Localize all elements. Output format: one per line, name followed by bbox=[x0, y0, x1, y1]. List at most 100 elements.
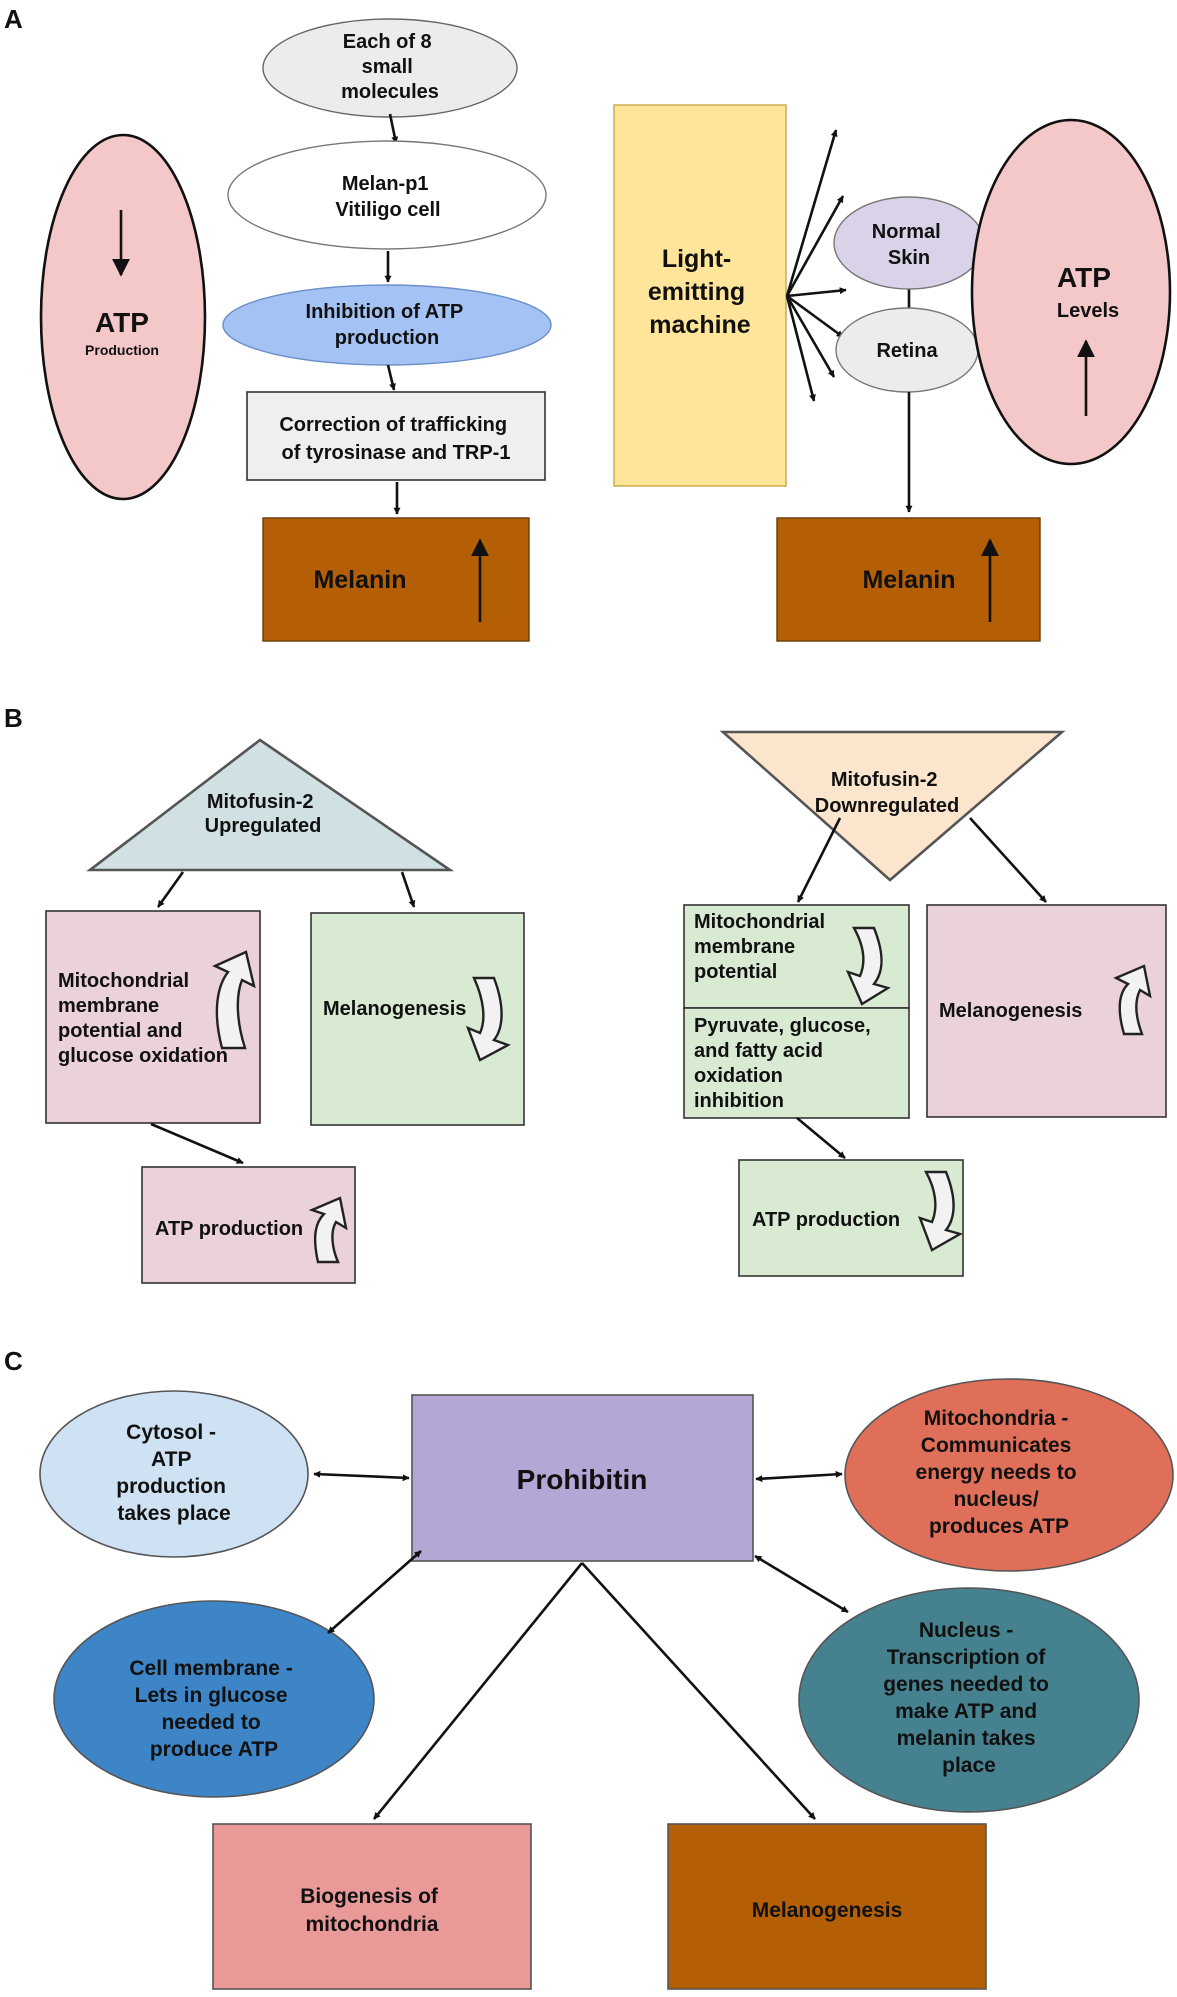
atp-levels-title: ATP bbox=[1057, 262, 1111, 293]
cytosol-line-4: takes place bbox=[117, 1502, 230, 1525]
mitochondria-line-1: Mitochondria - bbox=[924, 1407, 1069, 1430]
nucleus-line-6: place bbox=[942, 1754, 996, 1777]
pyruvate-line-1: Pyruvate, glucose, bbox=[694, 1015, 871, 1037]
pyruvate-line-3: oxidation bbox=[694, 1065, 783, 1087]
prohibitin-label: Prohibitin bbox=[517, 1464, 648, 1495]
mitofusin-up-line-2: Upregulated bbox=[205, 815, 322, 837]
atp-production-right-label: ATP production bbox=[752, 1209, 900, 1231]
light-ray-5 bbox=[785, 295, 836, 378]
melanin-left-label: Melanin bbox=[313, 566, 406, 594]
curved-down-arrow-icon bbox=[465, 976, 511, 1062]
mmp-glucose-line-1: Mitochondrial bbox=[58, 970, 189, 992]
light-machine-line-1: Light- bbox=[662, 245, 731, 273]
cell-membrane-ellipse bbox=[53, 1600, 375, 1798]
mmp-glucose-text: Mitochondrial membrane potential and glu… bbox=[58, 970, 228, 1067]
normal-skin-text: Normal Skin bbox=[872, 221, 946, 269]
mmp-glucose-line-3: potential and bbox=[58, 1020, 182, 1042]
cytosol-line-3: production bbox=[116, 1475, 226, 1498]
melanogenesis-box bbox=[667, 1823, 987, 1990]
mitofusin-up-line-1: Mitofusin-2 bbox=[207, 791, 314, 813]
melan-p1-line-1: Melan-p1 bbox=[342, 173, 429, 195]
biogenesis-text: Biogenesis of mitochondria bbox=[300, 1885, 444, 1936]
arrow-prohibitin-mitochondria bbox=[755, 1470, 843, 1483]
melan-p1-text: Melan-p1 Vitiligo cell bbox=[335, 173, 440, 221]
nucleus-ellipse bbox=[798, 1587, 1140, 1813]
arrow-up-tri-to-melanogenesis bbox=[400, 871, 416, 908]
cell-membrane-line-2: Lets in glucose bbox=[135, 1684, 288, 1707]
atp-production-right-box bbox=[738, 1159, 964, 1277]
arrow-prohibitin-nucleus bbox=[754, 1554, 849, 1614]
normal-skin-ellipse bbox=[833, 196, 985, 290]
nucleus-text: Nucleus - Transcription of genes needed … bbox=[883, 1619, 1055, 1777]
curved-up-arrow-icon bbox=[1113, 964, 1152, 1036]
normal-skin-line-1: Normal bbox=[872, 221, 941, 243]
correction-line-1: Correction of trafficking bbox=[279, 414, 507, 436]
inhibition-line-1: Inhibition of ATP bbox=[306, 301, 463, 323]
small-molecules-line-3: molecules bbox=[341, 81, 439, 103]
mmp-line-3: potential bbox=[694, 961, 777, 983]
arrow-down-tri-to-melanogenesis bbox=[969, 817, 1047, 903]
mitofusin-down-line-2: Downregulated bbox=[815, 795, 959, 817]
arrow-mmp-to-atp bbox=[150, 1122, 244, 1165]
panel-label-b: B bbox=[4, 703, 23, 733]
arrow-cytosol-prohibitin bbox=[313, 1470, 410, 1482]
biogenesis-line-1: Biogenesis of bbox=[300, 1885, 439, 1908]
melanogenesis-left-label: Melanogenesis bbox=[323, 998, 466, 1020]
correction-text: Correction of trafficking of tyrosinase … bbox=[279, 414, 512, 464]
mmp-line-1: Mitochondrial bbox=[694, 911, 825, 933]
curved-down-arrow-icon bbox=[917, 1170, 964, 1252]
nucleus-line-4: make ATP and bbox=[895, 1700, 1037, 1723]
arrow-down-tri-to-mmp bbox=[796, 817, 842, 903]
melanogenesis-label: Melanogenesis bbox=[752, 1899, 903, 1922]
biogenesis-line-2: mitochondria bbox=[305, 1913, 438, 1936]
melan-p1-line-2: Vitiligo cell bbox=[335, 199, 440, 221]
nucleus-line-1: Nucleus - bbox=[919, 1619, 1014, 1642]
cell-membrane-line-3: needed to bbox=[161, 1711, 260, 1734]
mmp-line-2: membrane bbox=[694, 936, 795, 958]
atp-levels-ellipse bbox=[970, 118, 1172, 466]
light-machine-text: Light- emitting machine bbox=[648, 245, 752, 339]
nucleus-line-2: Transcription of bbox=[887, 1646, 1047, 1669]
cell-membrane-line-4: produce ATP bbox=[150, 1738, 278, 1761]
atp-production-subtitle: Production bbox=[85, 342, 159, 358]
atp-production-title: ATP bbox=[95, 307, 149, 338]
mitochondria-text: Mitochondria - Communicates energy needs… bbox=[916, 1407, 1083, 1538]
arrow-prohibitin-melanogenesis bbox=[581, 1562, 816, 1820]
mitofusin-up-text: Mitofusin-2 Upregulated bbox=[205, 791, 322, 837]
retina-label: Retina bbox=[876, 340, 938, 362]
curved-up-arrow-icon bbox=[212, 950, 256, 1050]
panel-label-a: A bbox=[4, 4, 23, 34]
light-ray-3 bbox=[786, 287, 847, 298]
mitofusin-down-text: Mitofusin-2 Downregulated bbox=[815, 769, 959, 817]
cytosol-line-1: Cytosol - bbox=[126, 1421, 216, 1444]
nucleus-line-5: melanin takes bbox=[897, 1727, 1036, 1750]
mitochondria-ellipse bbox=[844, 1378, 1174, 1572]
cytosol-text: Cytosol - ATP production takes place bbox=[116, 1421, 232, 1525]
mmp-glucose-line-2: membrane bbox=[58, 995, 159, 1017]
cell-membrane-text: Cell membrane - Lets in glucose needed t… bbox=[129, 1657, 298, 1761]
mitofusin-down-triangle bbox=[719, 730, 1066, 882]
prohibitin-box bbox=[411, 1394, 754, 1562]
mitochondria-line-4: nucleus/ bbox=[953, 1488, 1038, 1511]
mitofusin-down-line-1: Mitofusin-2 bbox=[831, 769, 938, 791]
light-ray-1 bbox=[785, 129, 838, 297]
mitofusin-up-triangle bbox=[86, 738, 455, 872]
small-molecules-line-1: Each of 8 bbox=[343, 31, 432, 53]
cytosol-line-2: ATP bbox=[151, 1448, 191, 1471]
panel-label-c: C bbox=[4, 1346, 23, 1376]
light-machine-line-3: machine bbox=[649, 311, 751, 339]
light-ray-6 bbox=[785, 295, 816, 402]
pyruvate-box bbox=[683, 1007, 910, 1119]
atp-production-left-label: ATP production bbox=[155, 1218, 303, 1240]
inhibition-atp-ellipse bbox=[222, 284, 552, 366]
arrow-up-tri-to-mmp bbox=[156, 871, 185, 908]
light-machine-line-2: emitting bbox=[648, 278, 745, 306]
inhibition-line-2: production bbox=[335, 327, 439, 349]
melan-p1-cell-ellipse bbox=[227, 140, 547, 250]
arrow-molecules-to-cell bbox=[388, 113, 399, 144]
arrow-inhibition-to-correction bbox=[386, 364, 396, 391]
melanogenesis-right-label: Melanogenesis bbox=[939, 1000, 1082, 1022]
inhibition-text: Inhibition of ATP production bbox=[306, 301, 469, 349]
curved-up-arrow-icon bbox=[308, 1196, 348, 1264]
curved-down-arrow-icon bbox=[845, 926, 891, 1006]
